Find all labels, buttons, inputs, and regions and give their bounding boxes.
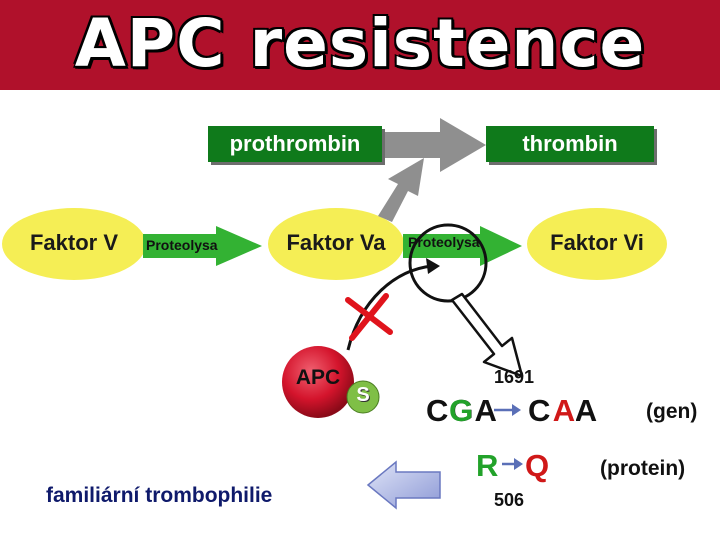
gen-label: (gen) (646, 400, 698, 423)
aa-to: Q (525, 448, 550, 483)
faktor-vi-oval (527, 208, 667, 280)
cleavage-site-circle (408, 223, 488, 303)
title-bar (0, 0, 720, 90)
codon-from-highlight: G (449, 393, 474, 428)
proteolysa-label-2: Proteolysa (408, 234, 480, 250)
nucleotide-position: 1691 (494, 367, 535, 387)
apc-label: APC (295, 366, 341, 389)
activation-arrow (382, 118, 486, 172)
aa-position: 506 (494, 490, 525, 510)
page-title: APC resistence (74, 5, 646, 82)
protein-label: (protein) (600, 457, 686, 480)
codon-from-text: CGA (426, 393, 498, 428)
cofactor-arrow (378, 158, 424, 222)
faktor-vi-label: Faktor Vi (550, 230, 644, 255)
codon-change-arrow (494, 404, 521, 416)
proteolysa-arrow-1 (143, 226, 262, 266)
apc-ball (282, 346, 354, 418)
s-label: S (356, 384, 370, 406)
proteolysa-arrow-2 (403, 226, 522, 266)
faktor-v-oval (2, 208, 146, 280)
codon-to-highlight: A (552, 393, 576, 429)
aa-from: R (476, 448, 499, 483)
proteolysa-label-1: Proteolysa (146, 237, 218, 253)
faktor-va-oval (268, 208, 404, 280)
prothrombin-box: prothrombin (208, 126, 382, 162)
thrombin-box: thrombin (486, 126, 654, 162)
conclusion-arrow (366, 460, 441, 510)
codon-from: CGA (426, 393, 498, 429)
s-ball (346, 380, 380, 414)
blocked-cross-icon (345, 293, 393, 341)
aa-change-arrow (502, 458, 523, 470)
mutation-pointer-arrow (450, 292, 524, 378)
faktor-va-label: Faktor Va (286, 230, 386, 255)
faktor-v-label: Faktor V (29, 230, 119, 255)
conclusion-text: familiární trombophilie (46, 484, 273, 507)
